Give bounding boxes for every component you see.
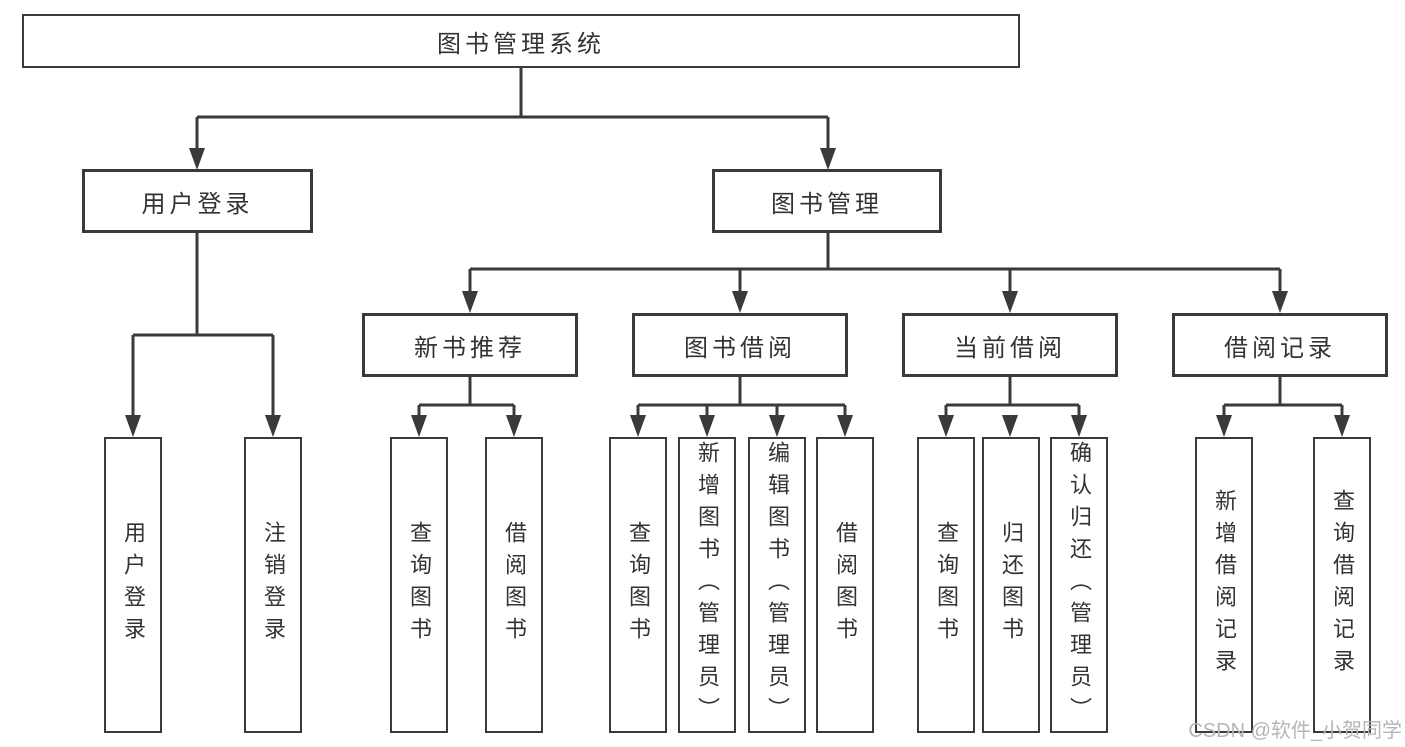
leaf-query-borrow-record: 查询借阅记录 [1313,437,1371,733]
leaf-logout: 注销登录 [244,437,302,733]
leaf-query-books-3-label: 查询图书 [934,521,959,649]
leaf-query-books-1: 查询图书 [390,437,448,733]
node-book-management: 图书管理 [712,169,942,233]
node-current-borrow: 当前借阅 [902,313,1118,377]
leaf-query-books-2-label: 查询图书 [626,521,651,649]
node-new-book-recommend: 新书推荐 [362,313,578,377]
leaf-add-borrow-record: 新增借阅记录 [1195,437,1253,733]
leaf-user-login-label: 用户登录 [121,521,146,649]
leaf-borrow-books-1-label: 借阅图书 [502,521,527,649]
node-user-login: 用户登录 [82,169,313,233]
leaf-edit-books-admin-label: 编辑图书（管理员） [765,441,790,729]
leaf-logout-label: 注销登录 [261,521,286,649]
leaf-return-books: 归还图书 [982,437,1040,733]
arrow-down-icons [125,148,1350,437]
leaf-borrow-books-1: 借阅图书 [485,437,543,733]
leaf-query-books-3: 查询图书 [917,437,975,733]
node-book-borrow: 图书借阅 [632,313,848,377]
leaf-query-books-2: 查询图书 [609,437,667,733]
leaf-add-borrow-record-label: 新增借阅记录 [1212,489,1237,681]
leaf-add-books-admin-label: 新增图书（管理员） [695,441,720,729]
leaf-return-books-label: 归还图书 [999,521,1024,649]
leaf-confirm-return-admin: 确认归还（管理员） [1050,437,1108,733]
leaf-confirm-return-admin-label: 确认归还（管理员） [1067,441,1092,729]
node-borrow-records: 借阅记录 [1172,313,1388,377]
node-root: 图书管理系统 [22,14,1020,68]
leaf-user-login: 用户登录 [104,437,162,733]
leaf-add-books-admin: 新增图书（管理员） [678,437,736,733]
leaf-edit-books-admin: 编辑图书（管理员） [748,437,806,733]
csdn-watermark: CSDN @软件_小贺同学 [1188,720,1402,742]
leaf-query-books-1-label: 查询图书 [407,521,432,649]
leaf-query-borrow-record-label: 查询借阅记录 [1330,489,1355,681]
leaf-borrow-books-2: 借阅图书 [816,437,874,733]
leaf-borrow-books-2-label: 借阅图书 [833,521,858,649]
